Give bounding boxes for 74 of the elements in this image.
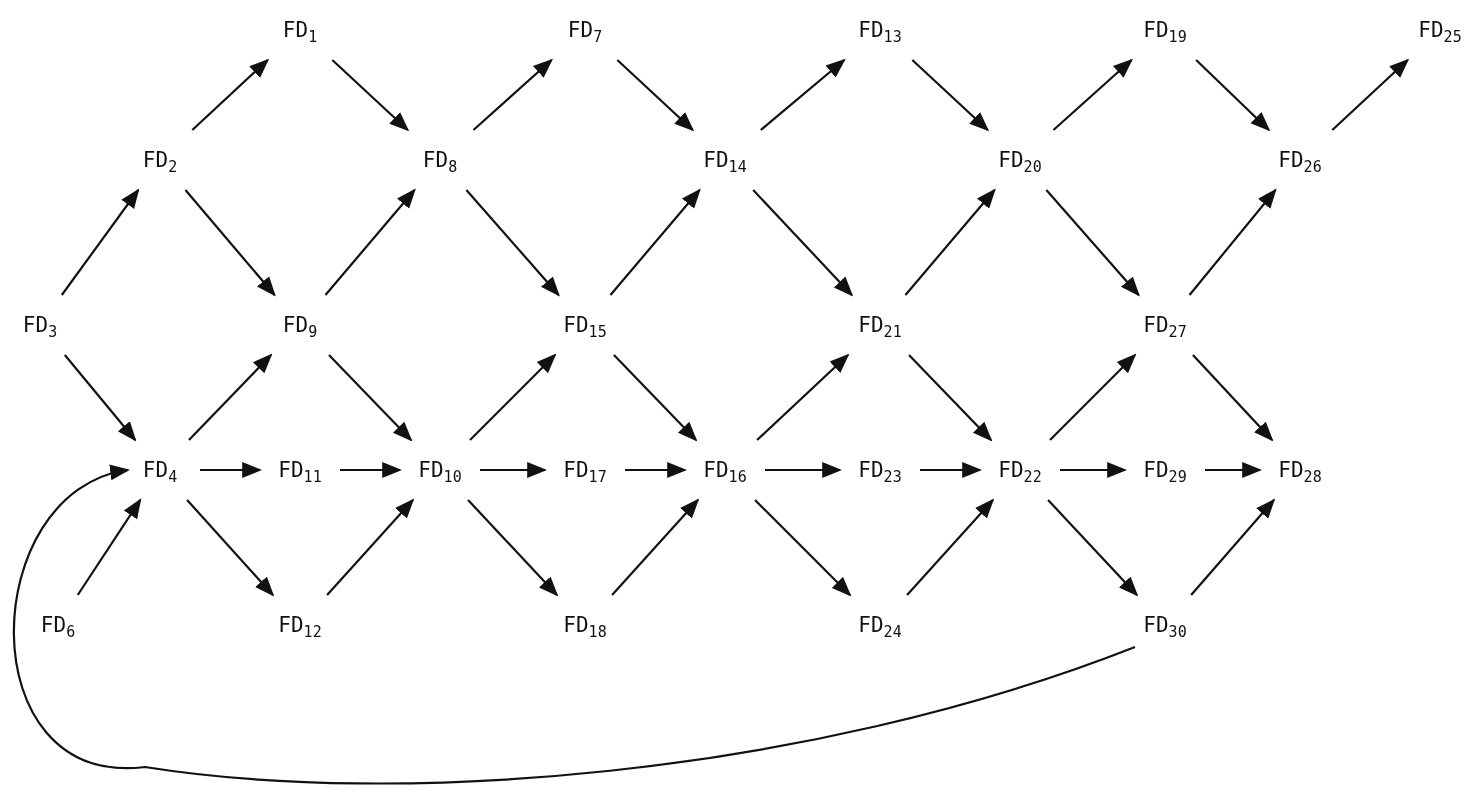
arrow <box>186 499 275 597</box>
node-label: FD$_{21}$ <box>858 313 902 337</box>
arrow <box>340 462 402 478</box>
node-label: FD$_{7}$ <box>567 18 603 42</box>
arrow <box>184 189 276 297</box>
node-label: FD$_{11}$ <box>278 458 322 482</box>
arrow <box>1188 188 1277 296</box>
node-label: FD$_{12}$ <box>278 613 322 637</box>
arrow <box>76 498 142 596</box>
arrow <box>188 353 273 441</box>
node-label: FD$_{13}$ <box>858 18 902 42</box>
arrow <box>908 354 993 442</box>
node-label: FD$_{17}$ <box>563 458 607 482</box>
node-label: FD$_{30}$ <box>1143 613 1187 637</box>
arrow <box>328 354 413 442</box>
node-label: FD$_{8}$ <box>422 148 458 172</box>
node-label: FD$_{1}$ <box>282 18 318 42</box>
node-label: FD$_{18}$ <box>563 613 607 637</box>
arrow <box>611 498 700 596</box>
arrow <box>625 462 687 478</box>
arrow <box>752 189 854 297</box>
node-label: FD$_{28}$ <box>1278 458 1322 482</box>
arrow <box>331 59 410 132</box>
arrow <box>191 58 270 131</box>
arrow <box>1205 462 1262 478</box>
arrow <box>467 499 559 597</box>
arrow <box>904 188 996 296</box>
arrow <box>613 354 698 442</box>
arrow <box>911 59 990 132</box>
arrow <box>906 498 995 596</box>
arrow <box>324 188 416 296</box>
arrow <box>469 353 557 441</box>
arrow <box>754 499 852 597</box>
arrow <box>1192 354 1274 442</box>
node-label: FD$_{16}$ <box>703 458 747 482</box>
arrow <box>326 498 415 596</box>
arrow <box>465 189 560 297</box>
arrow <box>756 353 850 441</box>
node-label: FD$_{26}$ <box>1278 148 1322 172</box>
arrow <box>60 188 140 296</box>
node-label: FD$_{25}$ <box>1418 18 1462 42</box>
node-label: FD$_{3}$ <box>22 313 58 337</box>
node-label: FD$_{15}$ <box>563 313 607 337</box>
arrow <box>64 354 137 442</box>
arrow <box>1052 58 1133 131</box>
arrow <box>1049 353 1137 441</box>
node-label: FD$_{10}$ <box>418 458 462 482</box>
node-label: FD$_{27}$ <box>1143 313 1187 337</box>
arrow <box>920 462 982 478</box>
node-label: FD$_{14}$ <box>703 148 747 172</box>
arrow <box>609 188 701 296</box>
arrow <box>200 462 262 478</box>
node-label: FD$_{24}$ <box>858 613 902 637</box>
arrow <box>765 462 842 478</box>
node-label: FD$_{4}$ <box>142 458 178 482</box>
node-label: FD$_{29}$ <box>1143 458 1187 482</box>
arrow <box>616 59 695 132</box>
arrow <box>760 58 846 131</box>
node-label: FD$_{9}$ <box>282 313 318 337</box>
arrow <box>1045 189 1140 297</box>
node-label: FD$_{19}$ <box>1143 18 1187 42</box>
node-label: FD$_{20}$ <box>998 148 1042 172</box>
node-label: FD$_{23}$ <box>858 458 902 482</box>
arrow <box>1047 499 1139 597</box>
node-label: FD$_{2}$ <box>142 148 178 172</box>
node-label: FD$_{22}$ <box>998 458 1042 482</box>
arrow <box>472 58 553 131</box>
arrow <box>1331 58 1410 131</box>
arrow <box>480 462 547 478</box>
arrow <box>1195 59 1271 132</box>
node-label: FD$_{6}$ <box>40 613 76 637</box>
arrow <box>13 467 1136 785</box>
arrow <box>1060 462 1127 478</box>
arrow <box>1190 498 1276 596</box>
